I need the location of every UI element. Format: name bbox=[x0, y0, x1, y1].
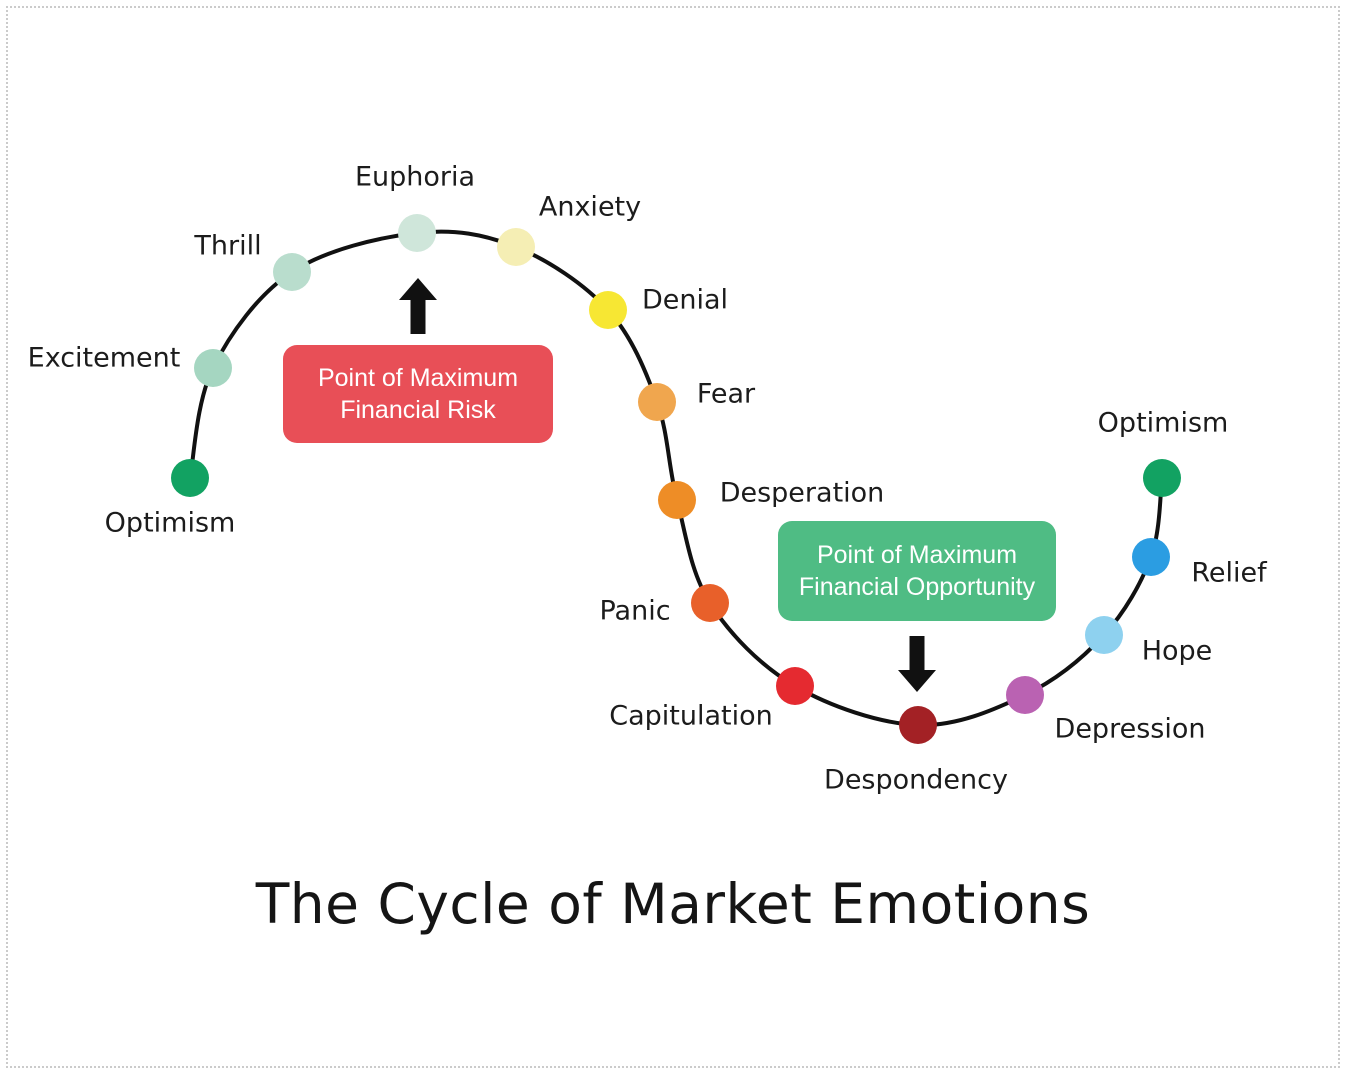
emotion-dot-anxiety bbox=[497, 228, 535, 266]
diagram-title: The Cycle of Market Emotions bbox=[255, 872, 1091, 936]
max-financial-opportunity-callout: Point of Maximum Financial Opportunity bbox=[778, 521, 1056, 621]
emotion-dot-denial bbox=[589, 291, 627, 329]
emotion-label-relief: Relief bbox=[1191, 557, 1267, 589]
emotion-label-anxiety: Anxiety bbox=[538, 191, 642, 223]
opportunity-down-arrow-icon bbox=[898, 636, 936, 692]
emotion-label-capitulation: Capitulation bbox=[609, 700, 773, 732]
risk-up-arrow-icon bbox=[399, 278, 437, 334]
emotion-dot-capitulation bbox=[776, 667, 814, 705]
emotion-label-optimism-start: Optimism bbox=[104, 507, 236, 539]
emotion-dot-depression bbox=[1006, 676, 1044, 714]
emotion-label-excitement: Excitement bbox=[27, 342, 181, 374]
emotion-dot-optimism-end bbox=[1143, 459, 1181, 497]
emotion-label-despondency: Despondency bbox=[824, 764, 1008, 796]
emotion-label-panic: Panic bbox=[599, 595, 671, 627]
risk-callout-line2: Financial Risk bbox=[340, 396, 496, 424]
opportunity-callout-line2: Financial Opportunity bbox=[798, 573, 1036, 601]
emotion-dot-thrill bbox=[273, 253, 311, 291]
emotion-dot-hope bbox=[1085, 616, 1123, 654]
opportunity-callout-line1: Point of Maximum bbox=[816, 540, 1018, 569]
emotion-label-thrill: Thrill bbox=[194, 230, 262, 262]
emotion-label-euphoria: Euphoria bbox=[354, 161, 476, 193]
emotion-dot-panic bbox=[691, 584, 729, 622]
emotion-label-hope: Hope bbox=[1141, 635, 1213, 667]
max-financial-risk-callout: Point of Maximum Financial Risk bbox=[283, 345, 553, 443]
emotion-dot-relief bbox=[1132, 538, 1170, 576]
emotion-label-fear: Fear bbox=[696, 378, 756, 410]
emotion-dot-euphoria bbox=[398, 214, 436, 252]
emotion-label-optimism-end: Optimism bbox=[1097, 407, 1229, 439]
emotion-dot-desperation bbox=[658, 481, 696, 519]
emotion-dot-optimism-start bbox=[171, 459, 209, 497]
emotion-label-denial: Denial bbox=[641, 284, 729, 316]
risk-callout-line1: Point of Maximum bbox=[317, 363, 519, 392]
emotion-dot-fear bbox=[638, 383, 676, 421]
emotion-label-depression: Depression bbox=[1054, 713, 1206, 745]
emotion-label-desperation: Desperation bbox=[719, 477, 885, 509]
emotion-dot-despondency bbox=[899, 706, 937, 744]
emotion-dot-excitement bbox=[194, 349, 232, 387]
